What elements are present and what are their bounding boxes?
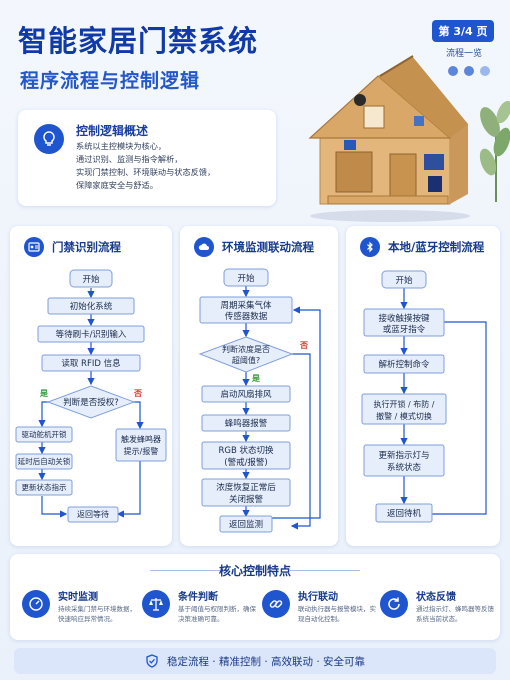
feature-judgement: 条件判断 基于阈值与权限判断，确保决策准确可靠。 xyxy=(142,586,260,634)
page-subtitle: 程序流程与控制逻辑 xyxy=(20,70,201,92)
page-badge: 第 3/4 页 xyxy=(432,20,494,42)
overview-line: 通过识别、监测与指令解析， xyxy=(76,154,183,164)
node-exec-line2: 撤警 / 模式切换 xyxy=(376,411,432,421)
node-init: 初始化系统 xyxy=(70,301,113,312)
page-title: 智能家居门禁系统 xyxy=(18,24,259,58)
overview-line: 实现门禁控制、环境联动与状态反馈， xyxy=(76,167,216,177)
access-flowchart: 开始 初始化系统 等待刷卡/识别输入 读取 RFID 信息 判断是否授权? 驱动… xyxy=(15,269,167,523)
speedometer-icon xyxy=(22,590,50,618)
balance-scale-icon xyxy=(142,590,170,618)
feature-desc: 通过指示灯、蜂鸣器等反馈系统当前状态。 xyxy=(416,605,494,623)
feature-linkage: 执行联动 联动执行器与报警模块，实现自动化控制。 xyxy=(262,586,380,634)
plant-decoration-image xyxy=(479,100,510,202)
id-card-icon xyxy=(24,237,44,257)
feature-realtime: 实时监测 持续采集门禁与环境数据，快速响应异常情况。 xyxy=(22,586,140,634)
node-rgb-line2: (警戒/报警) xyxy=(224,457,268,468)
node-fan: 启动风扇排风 xyxy=(220,389,272,400)
page-dot[interactable] xyxy=(464,66,474,76)
no-label: 否 xyxy=(133,389,142,398)
node-alarm-line1: 触发蜂鸣器 xyxy=(121,434,161,444)
node-decision-line2: 超阈值? xyxy=(232,355,260,365)
node-receive-line1: 接收触摸按键 xyxy=(378,313,430,324)
footer-banner: 稳定流程 · 精准控制 · 高效联动 · 安全可靠 xyxy=(14,648,496,674)
page-dot[interactable] xyxy=(480,66,490,76)
core-features-card: 核心控制特点 实时监测 持续采集门禁与环境数据，快速响应异常情况。 条件判断 基… xyxy=(10,554,500,640)
node-parse: 解析控制命令 xyxy=(378,359,430,370)
node-back: 返回监测 xyxy=(229,519,263,530)
node-update: 更新状态指示 xyxy=(22,482,67,492)
bluetooth-icon xyxy=(360,237,380,257)
panel-env-flow: 环境监测联动流程 开始 周期采集气体 xyxy=(180,226,338,546)
feature-name: 执行联动 xyxy=(298,592,338,603)
refresh-icon xyxy=(380,590,408,618)
lightbulb-icon xyxy=(34,124,64,154)
node-collect-line1: 周期采集气体 xyxy=(220,300,272,311)
overview-text: 系统以主控模块为核心， 通过识别、监测与指令解析， 实现门禁控制、环境联动与状态… xyxy=(76,140,272,192)
node-decision-line1: 判断浓度是否 xyxy=(222,344,270,354)
node-back: 返回待机 xyxy=(387,508,422,519)
overview-card: 控制逻辑概述 系统以主控模块为核心， 通过识别、监测与指令解析， 实现门禁控制、… xyxy=(18,110,276,206)
node-wait: 等待刷卡/识别输入 xyxy=(56,329,127,340)
cloud-icon xyxy=(194,237,214,257)
yes-label: 是 xyxy=(251,373,260,383)
panel-access-flow: 门禁识别流程 xyxy=(10,226,172,546)
node-restore-line2: 关闭报警 xyxy=(229,494,264,505)
node-collect-line2: 传感器数据 xyxy=(225,311,268,322)
panel-title: 环境监测联动流程 xyxy=(222,240,314,254)
page-dots xyxy=(448,66,490,76)
wooden-house-model-image xyxy=(308,55,470,222)
feature-desc: 持续采集门禁与环境数据，快速响应异常情况。 xyxy=(58,605,136,623)
panel-title: 门禁识别流程 xyxy=(52,240,121,254)
node-read: 读取 RFID 信息 xyxy=(61,358,121,369)
node-update-line1: 更新指示灯与 xyxy=(378,450,429,461)
shield-check-icon xyxy=(146,654,158,668)
divider xyxy=(290,570,360,571)
footer-text: 稳定流程 · 精准控制 · 高效联动 · 安全可靠 xyxy=(166,655,366,668)
link-icon xyxy=(262,590,290,618)
page-sub-label: 流程一览 xyxy=(446,49,483,59)
panel-control-flow: 本地/蓝牙控制流程 开始 接收触摸按键 或蓝牙指令 解析控制命令 执行开锁 xyxy=(346,226,500,546)
overview-line: 保障家庭安全与舒适。 xyxy=(76,180,158,190)
panel-title: 本地/蓝牙控制流程 xyxy=(388,240,485,254)
feature-desc: 基于阈值与权限判断，确保决策准确可靠。 xyxy=(178,605,256,623)
node-delay: 延时后自动关锁 xyxy=(18,456,71,466)
node-rgb-line1: RGB 状态切换 xyxy=(218,445,274,456)
node-alarm-line2: 提示/报警 xyxy=(124,446,159,456)
overview-line: 系统以主控模块为核心， xyxy=(76,141,167,151)
divider xyxy=(150,570,220,571)
feature-feedback: 状态反馈 通过指示灯、蜂鸣器等反馈系统当前状态。 xyxy=(380,586,498,634)
flow-node-start xyxy=(69,269,113,288)
no-label: 否 xyxy=(299,341,308,350)
yes-label: 是 xyxy=(39,388,48,398)
node-update-line2: 系统状态 xyxy=(387,462,422,473)
features-heading: 核心控制特点 xyxy=(218,564,291,578)
node-exec-line1: 执行开锁 / 布防 / xyxy=(373,399,434,409)
overview-title: 控制逻辑概述 xyxy=(76,124,149,138)
node-decision: 判断是否授权? xyxy=(63,397,119,408)
node-start: 开始 xyxy=(82,274,100,285)
feature-name: 状态反馈 xyxy=(416,592,456,603)
node-start: 开始 xyxy=(395,275,413,286)
env-flowchart: 开始 周期采集气体 传感器数据 判断浓度是否 超阈值? 启动风扇排风 蜂鸣器报警… xyxy=(198,268,321,533)
feature-name: 实时监测 xyxy=(58,592,98,603)
control-flowchart: 开始 接收触摸按键 或蓝牙指令 解析控制命令 执行开锁 / 布防 / 撤警 / … xyxy=(361,270,487,523)
page-dot[interactable] xyxy=(448,66,458,76)
node-receive-line2: 或蓝牙指令 xyxy=(383,324,426,335)
node-restore-line1: 浓度恢复正常后 xyxy=(216,482,276,493)
feature-name: 条件判断 xyxy=(178,592,218,603)
feature-desc: 联动执行器与报警模块，实现自动化控制。 xyxy=(298,605,376,623)
node-start: 开始 xyxy=(237,273,255,284)
node-buzzer: 蜂鸣器报警 xyxy=(225,418,268,429)
node-unlock: 驱动舵机开锁 xyxy=(22,429,67,439)
node-back: 返回等待 xyxy=(77,509,109,519)
